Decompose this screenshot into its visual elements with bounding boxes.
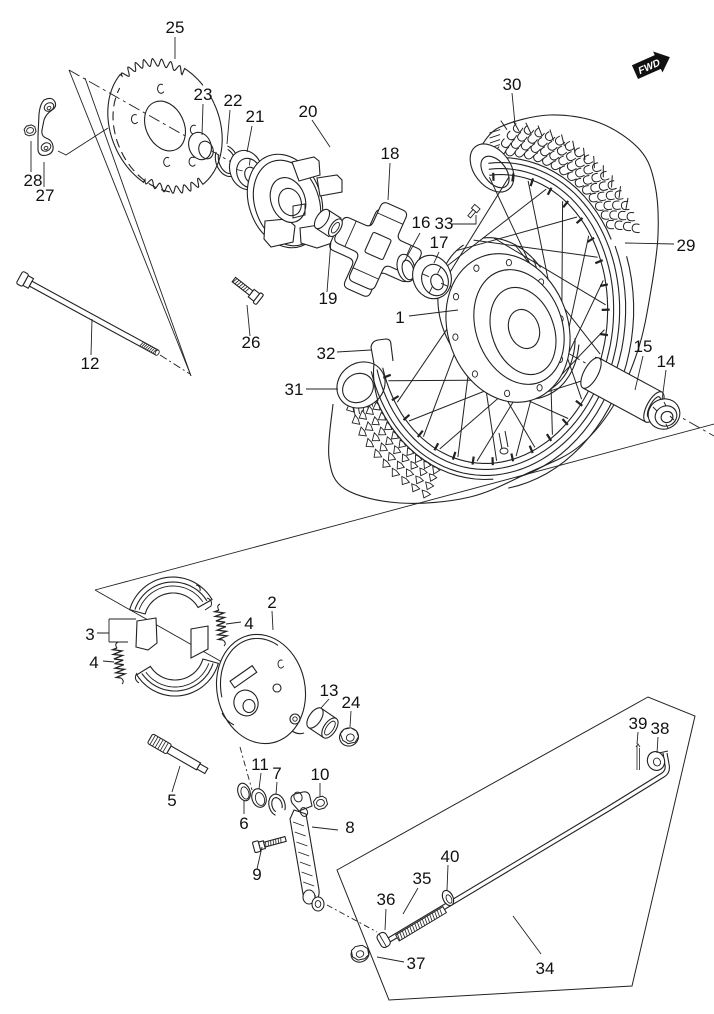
svg-text:3: 3 bbox=[85, 625, 94, 644]
svg-text:37: 37 bbox=[407, 954, 426, 973]
svg-text:1: 1 bbox=[395, 308, 404, 327]
svg-text:38: 38 bbox=[651, 719, 670, 738]
svg-text:4: 4 bbox=[244, 614, 253, 633]
svg-text:30: 30 bbox=[503, 75, 522, 94]
svg-text:33: 33 bbox=[435, 214, 454, 233]
svg-text:32: 32 bbox=[317, 344, 336, 363]
svg-text:22: 22 bbox=[224, 91, 243, 110]
svg-text:39: 39 bbox=[629, 714, 648, 733]
svg-text:26: 26 bbox=[242, 333, 261, 352]
svg-text:12: 12 bbox=[81, 354, 100, 373]
svg-text:11: 11 bbox=[251, 755, 269, 774]
svg-text:35: 35 bbox=[413, 869, 432, 888]
svg-text:2: 2 bbox=[267, 593, 276, 612]
svg-text:9: 9 bbox=[252, 865, 261, 884]
svg-text:4: 4 bbox=[89, 653, 98, 672]
svg-text:5: 5 bbox=[167, 791, 176, 810]
svg-text:8: 8 bbox=[345, 818, 354, 837]
svg-text:20: 20 bbox=[299, 102, 318, 121]
svg-text:18: 18 bbox=[381, 144, 400, 163]
svg-text:23: 23 bbox=[194, 85, 213, 104]
svg-text:29: 29 bbox=[677, 236, 696, 255]
svg-text:27: 27 bbox=[36, 186, 55, 205]
svg-text:36: 36 bbox=[377, 890, 396, 909]
svg-text:21: 21 bbox=[246, 107, 265, 126]
svg-text:14: 14 bbox=[657, 352, 676, 371]
svg-text:25: 25 bbox=[166, 18, 185, 37]
svg-text:17: 17 bbox=[430, 233, 449, 252]
svg-text:34: 34 bbox=[536, 959, 555, 978]
svg-text:40: 40 bbox=[441, 847, 460, 866]
svg-text:31: 31 bbox=[285, 380, 304, 399]
svg-text:19: 19 bbox=[319, 289, 338, 308]
svg-text:15: 15 bbox=[634, 337, 653, 356]
svg-text:10: 10 bbox=[311, 765, 330, 784]
svg-text:28: 28 bbox=[24, 171, 43, 190]
svg-text:7: 7 bbox=[272, 764, 281, 783]
svg-text:6: 6 bbox=[239, 814, 248, 833]
svg-text:16: 16 bbox=[412, 213, 431, 232]
svg-text:13: 13 bbox=[320, 681, 339, 700]
svg-text:24: 24 bbox=[342, 693, 361, 712]
